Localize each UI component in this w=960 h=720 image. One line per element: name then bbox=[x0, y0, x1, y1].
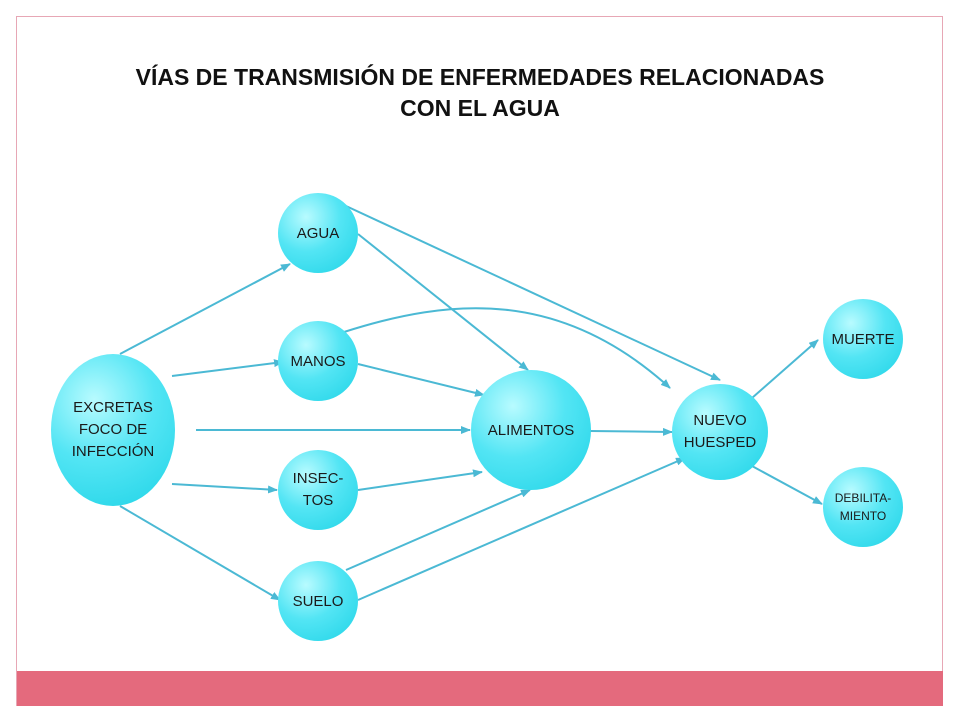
edge-alimentos-nuevo-huesped bbox=[589, 427, 673, 436]
node-nuevo-huesped-line-1: NUEVO bbox=[693, 412, 747, 429]
node-agua-label: AGUA bbox=[296, 224, 340, 242]
edge-excretas-insectos bbox=[171, 483, 278, 494]
node-suelo: SUELO bbox=[278, 561, 358, 641]
node-debilitamiento: DEBILITA- MIENTO bbox=[823, 467, 903, 547]
node-suelo-label: SUELO bbox=[292, 592, 344, 610]
node-alimentos: ALIMENTOS bbox=[471, 370, 591, 490]
title-line-1: VÍAS DE TRANSMISIÓN DE ENFERMEDADES RELA… bbox=[135, 64, 825, 90]
node-muerte-label: MUERTE bbox=[831, 330, 895, 348]
edge-excretas-suelo bbox=[119, 505, 281, 601]
edge-manos-alimentos bbox=[357, 363, 485, 397]
edge-suelo-alimentos bbox=[345, 489, 531, 571]
node-excretas-line-3: INFECCIÓN bbox=[71, 443, 155, 460]
title-line-2: CON EL AGUA bbox=[400, 95, 560, 121]
edge-nuevo-huesped-muerte bbox=[751, 339, 819, 399]
edge-insectos-alimentos bbox=[357, 469, 483, 491]
edge-excretas-manos bbox=[171, 359, 284, 377]
slide-title: VÍAS DE TRANSMISIÓN DE ENFERMEDADES RELA… bbox=[40, 62, 920, 124]
edge-agua-nuevo-huesped bbox=[345, 205, 721, 381]
node-debilitamiento-line-1: DEBILITA- bbox=[834, 491, 892, 505]
node-manos-label: MANOS bbox=[290, 352, 346, 370]
node-nuevo-huesped-line-2: HUESPED bbox=[683, 434, 757, 451]
edge-agua-alimentos bbox=[357, 233, 529, 371]
edge-manos-nuevo-huesped bbox=[343, 307, 671, 389]
node-excretas-line-1: EXCRETAS bbox=[73, 399, 153, 416]
node-debilitamiento-line-2: MIENTO bbox=[839, 509, 887, 523]
node-agua: AGUA bbox=[278, 193, 358, 273]
node-insectos-line-2: TOS bbox=[302, 492, 334, 509]
node-insectos: INSEC- TOS bbox=[278, 450, 358, 530]
node-excretas-line-2: FOCO DE bbox=[78, 421, 148, 438]
node-muerte: MUERTE bbox=[823, 299, 903, 379]
edge-excretas-agua bbox=[119, 263, 291, 355]
footer-band bbox=[17, 671, 943, 706]
node-excretas: EXCRETAS FOCO DE INFECCIÓN bbox=[51, 354, 175, 506]
node-alimentos-label: ALIMENTOS bbox=[487, 421, 575, 439]
node-insectos-line-1: INSEC- bbox=[292, 470, 344, 487]
edge-suelo-nuevo-huesped bbox=[357, 457, 686, 601]
node-nuevo-huesped: NUEVO HUESPED bbox=[672, 384, 768, 480]
edge-nuevo-huesped-debilitamiento bbox=[751, 465, 823, 505]
node-manos: MANOS bbox=[278, 321, 358, 401]
